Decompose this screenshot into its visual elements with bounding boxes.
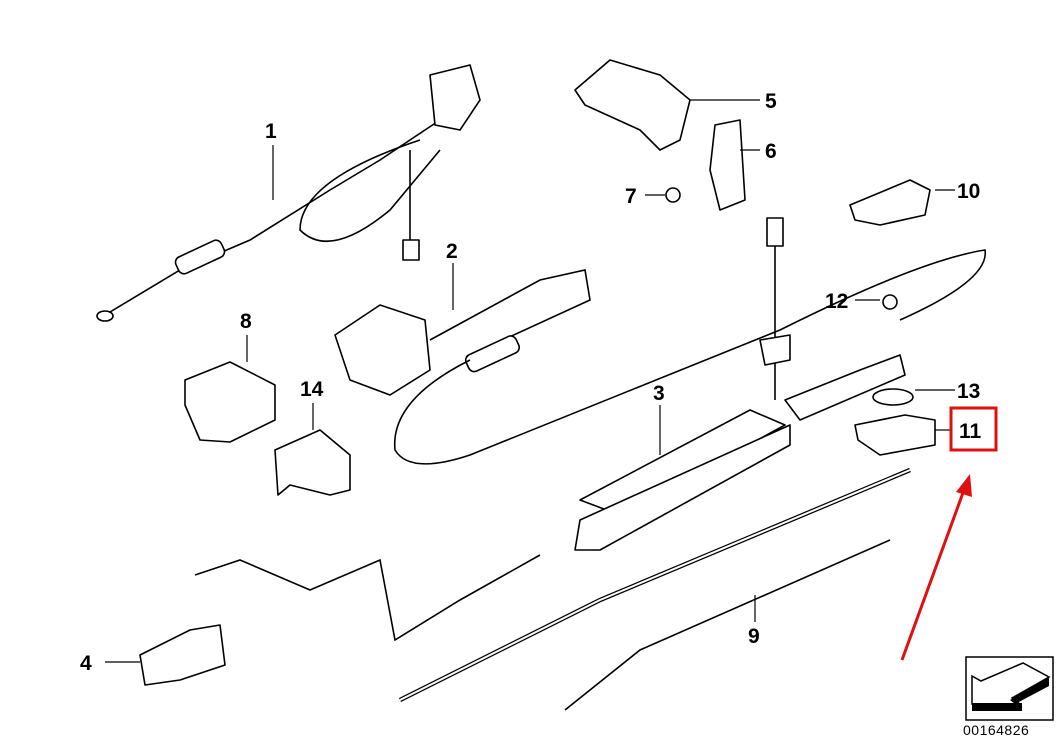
loop-wire [393,249,986,465]
part-14-cover [274,429,351,496]
part-9-cables [194,467,911,711]
part-8-bracket [184,361,276,443]
label-8[interactable]: 8 [240,310,252,333]
part-4-clip [139,624,226,686]
part-3-rail [574,217,906,551]
label-4[interactable]: 4 [80,652,92,675]
label-3[interactable]: 3 [653,382,665,405]
part-10-bracket [849,179,931,226]
part-2-bracket-cable [334,269,591,396]
reference-arrow-icon [965,656,1054,721]
highlight-box [949,406,998,452]
label-5[interactable]: 5 [765,90,777,113]
reference-number: 00164826 [963,722,1030,738]
label-9[interactable]: 9 [748,625,760,648]
part-5-module [574,59,691,151]
label-1[interactable]: 1 [265,120,277,143]
label-6[interactable]: 6 [765,140,777,163]
label-2[interactable]: 2 [446,240,458,263]
label-13[interactable]: 13 [957,380,980,403]
label-11[interactable]: 11 [959,420,982,443]
part-6-cover [709,119,746,211]
leader-lines [105,99,955,663]
part-7-screw [665,187,681,203]
red-arrow-icon [900,474,972,661]
label-10[interactable]: 10 [957,180,980,203]
part-12-screw [882,294,898,310]
part-11-holder [854,414,936,456]
label-14[interactable]: 14 [300,378,324,401]
label-12[interactable]: 12 [825,290,848,313]
part-13-grommet [872,388,914,406]
label-7[interactable]: 7 [625,185,637,208]
part-1-cable [96,64,481,322]
